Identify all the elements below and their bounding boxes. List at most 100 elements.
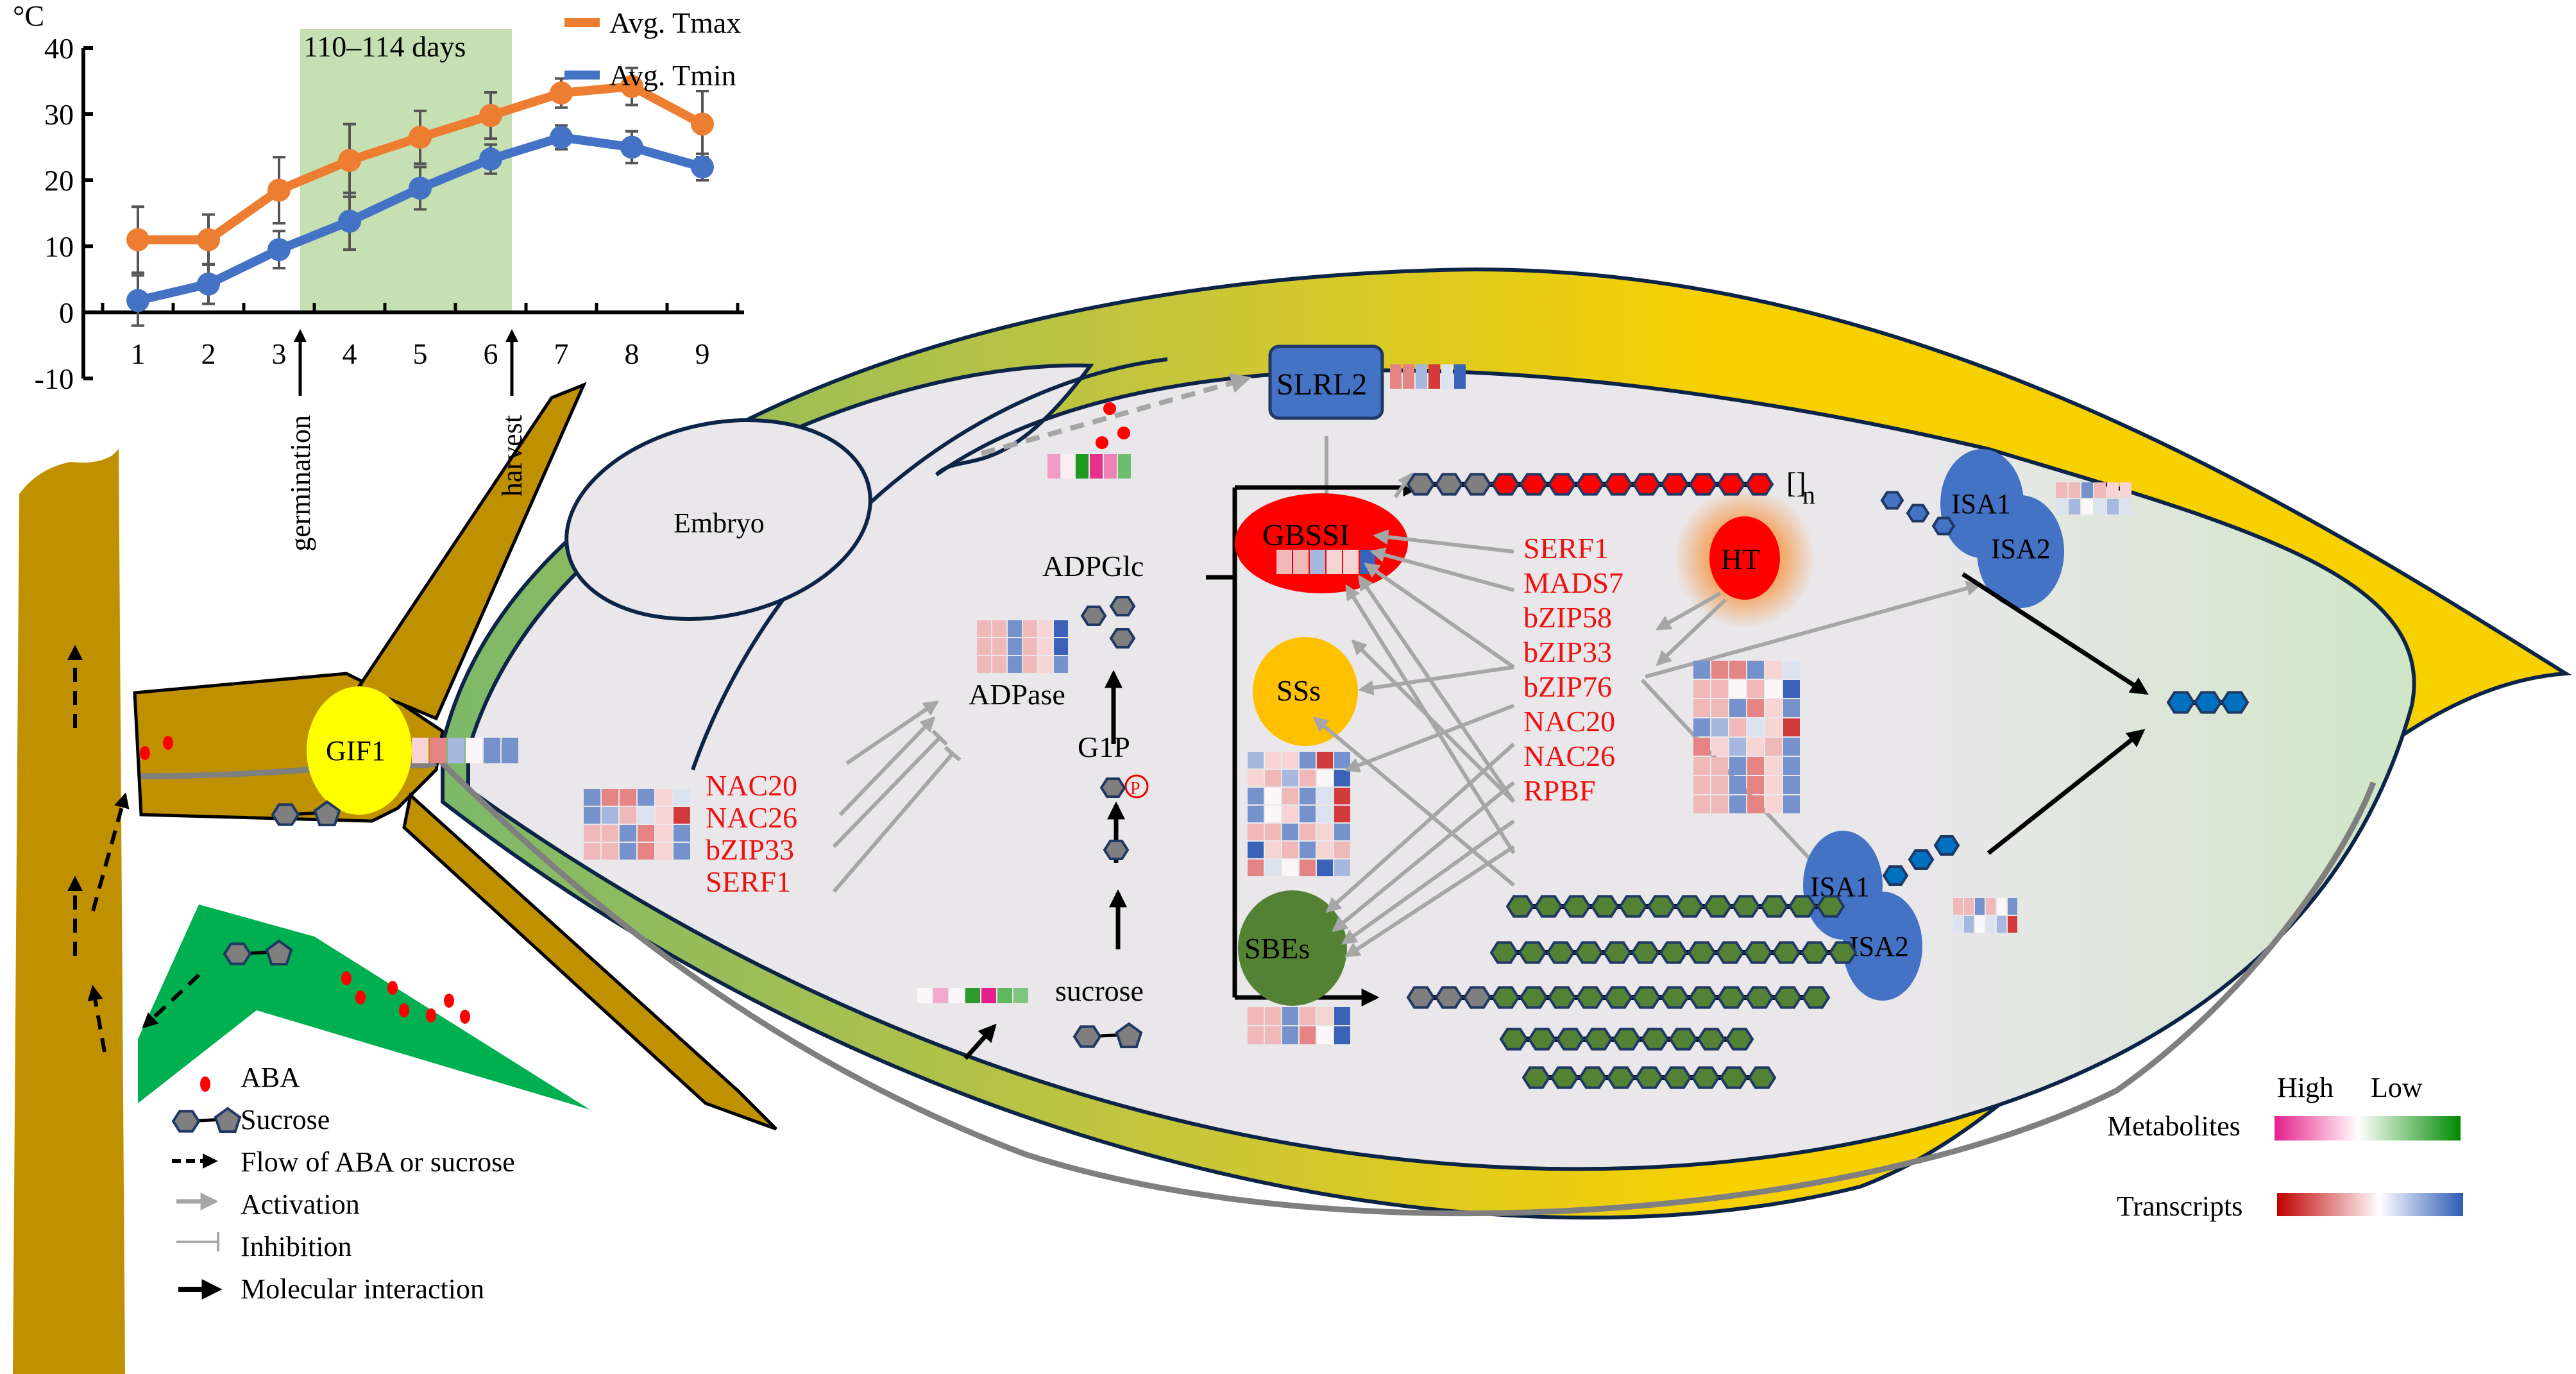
heatmap-cell xyxy=(2120,499,2131,514)
heatmap-cell xyxy=(1038,620,1053,637)
heatmap-cell xyxy=(1693,661,1710,679)
heatmap-cell xyxy=(1334,788,1350,804)
glucose-unit-icon xyxy=(1668,1028,1698,1051)
metabolites-gradient-bar xyxy=(2275,1116,2461,1141)
data-point xyxy=(338,209,361,233)
heatmap-cell xyxy=(1265,806,1281,822)
heatmap-cell xyxy=(1062,454,1074,479)
glucose-unit-icon xyxy=(171,1110,201,1133)
glucose-unit-icon xyxy=(1816,895,1845,918)
heatmap-cell xyxy=(674,807,690,824)
glucose-unit-icon xyxy=(1632,473,1661,496)
heatmap-cell xyxy=(1729,680,1746,698)
data-point xyxy=(620,135,643,159)
sbes-label: SBEs xyxy=(1244,932,1310,965)
tf-label: RPBF xyxy=(1523,774,1596,807)
slrl2-node xyxy=(1268,344,1384,420)
heatmap-cell xyxy=(2081,499,2093,514)
heatmap-cell xyxy=(1248,806,1264,822)
heatmap-cell xyxy=(638,825,654,842)
heatmap-cell xyxy=(584,789,600,806)
legend-label: Avg. Tmin xyxy=(609,59,736,92)
heatmap-cell xyxy=(1711,661,1728,679)
glucose-unit-icon xyxy=(1743,941,1773,964)
heatmap-cell xyxy=(1693,680,1710,698)
glucose-unit-icon xyxy=(271,803,300,826)
heatmap-cell xyxy=(620,789,636,806)
glucose-unit-icon xyxy=(1491,986,1520,1009)
heatmap-cell xyxy=(992,638,1006,655)
glucose-unit-icon xyxy=(1800,941,1829,964)
glucose-unit-icon xyxy=(1604,986,1633,1009)
heatmap-cell xyxy=(2094,482,2106,498)
heatmap-cell xyxy=(1783,718,1800,736)
heatmap-cell xyxy=(1747,776,1764,794)
heatmap-cell xyxy=(1054,656,1068,673)
glucose-unit-icon xyxy=(1103,839,1130,861)
glucose-unit-icon xyxy=(1550,1066,1579,1089)
heatmap-cell xyxy=(2120,482,2131,498)
heatmap-cell xyxy=(1428,364,1440,389)
heatmap-cell xyxy=(1317,788,1333,804)
glucose-unit-icon xyxy=(1099,777,1126,799)
heatmap-cell xyxy=(412,738,428,763)
tf-label: bZIP58 xyxy=(1523,601,1612,634)
heatmap-cell xyxy=(1282,824,1298,840)
heatmap-cell xyxy=(638,789,654,806)
heatmap-cell xyxy=(1310,550,1325,574)
aba-dot-icon xyxy=(399,1003,409,1017)
embryo-label: Embryo xyxy=(674,507,765,539)
heatmap-cell xyxy=(1265,1007,1281,1025)
heatmap-cell xyxy=(1265,752,1281,768)
heatmap-cell xyxy=(1300,788,1316,804)
heatmap-cell xyxy=(1054,638,1068,655)
glucose-unit-icon xyxy=(1547,473,1577,496)
glucose-unit-icon xyxy=(2166,691,2196,714)
heatmap-cell xyxy=(1975,916,1985,933)
heatmap-cell xyxy=(602,843,618,860)
heatmap-cell xyxy=(1118,454,1131,479)
data-point xyxy=(126,228,149,251)
heatmap-cell xyxy=(933,988,948,1003)
heatmap-cell xyxy=(1964,916,1974,933)
heatmap-cell xyxy=(1317,824,1333,840)
glucose-unit-icon xyxy=(1519,986,1548,1009)
heatmap-cell xyxy=(1317,860,1333,876)
heatmap-cell xyxy=(2081,482,2093,498)
heatmap-cell xyxy=(1054,620,1068,637)
glucose-unit-icon xyxy=(1882,865,1909,886)
glucose-unit-icon xyxy=(1434,473,1464,496)
glucose-unit-icon xyxy=(1499,1028,1529,1051)
x-tick-label: 7 xyxy=(554,337,569,370)
y-tick-label: 0 xyxy=(59,296,74,329)
heatmap-cell xyxy=(1282,860,1298,876)
heatmap-cell xyxy=(1729,757,1746,775)
y-tick-label: -10 xyxy=(35,362,74,395)
annotation-label: harvest xyxy=(496,415,528,496)
heatmap-cell xyxy=(1248,842,1264,858)
glucose-unit-icon xyxy=(1634,1066,1664,1089)
heatmap-cell xyxy=(1248,752,1264,768)
heatmap-cell xyxy=(1693,776,1710,794)
glucose-unit-icon xyxy=(1640,1028,1670,1051)
isa2-top-label: ISA2 xyxy=(1991,533,2051,564)
glucose-unit-icon xyxy=(1659,941,1688,964)
leaf xyxy=(138,904,590,1110)
legend-item: Flow of ABA or sucrose xyxy=(172,1146,515,1178)
heatmap-cell xyxy=(674,843,690,860)
heatmap-cell xyxy=(1282,770,1298,786)
data-point xyxy=(479,148,502,171)
heatmap-cell xyxy=(2008,916,2017,933)
heatmap-cell xyxy=(1747,757,1764,775)
data-point xyxy=(691,112,714,136)
heatmap-cell xyxy=(1248,788,1264,804)
heatmap-cell xyxy=(674,825,690,842)
heatmap-cell xyxy=(1997,898,2006,915)
heatmap-cell xyxy=(1964,898,1974,915)
heatmap-cell xyxy=(656,789,672,806)
heatmap-cell xyxy=(1317,752,1333,768)
adpglc-label: ADPGlc xyxy=(1042,550,1144,582)
glucose-unit-icon xyxy=(1801,986,1831,1009)
heatmap-cell xyxy=(1783,776,1800,794)
